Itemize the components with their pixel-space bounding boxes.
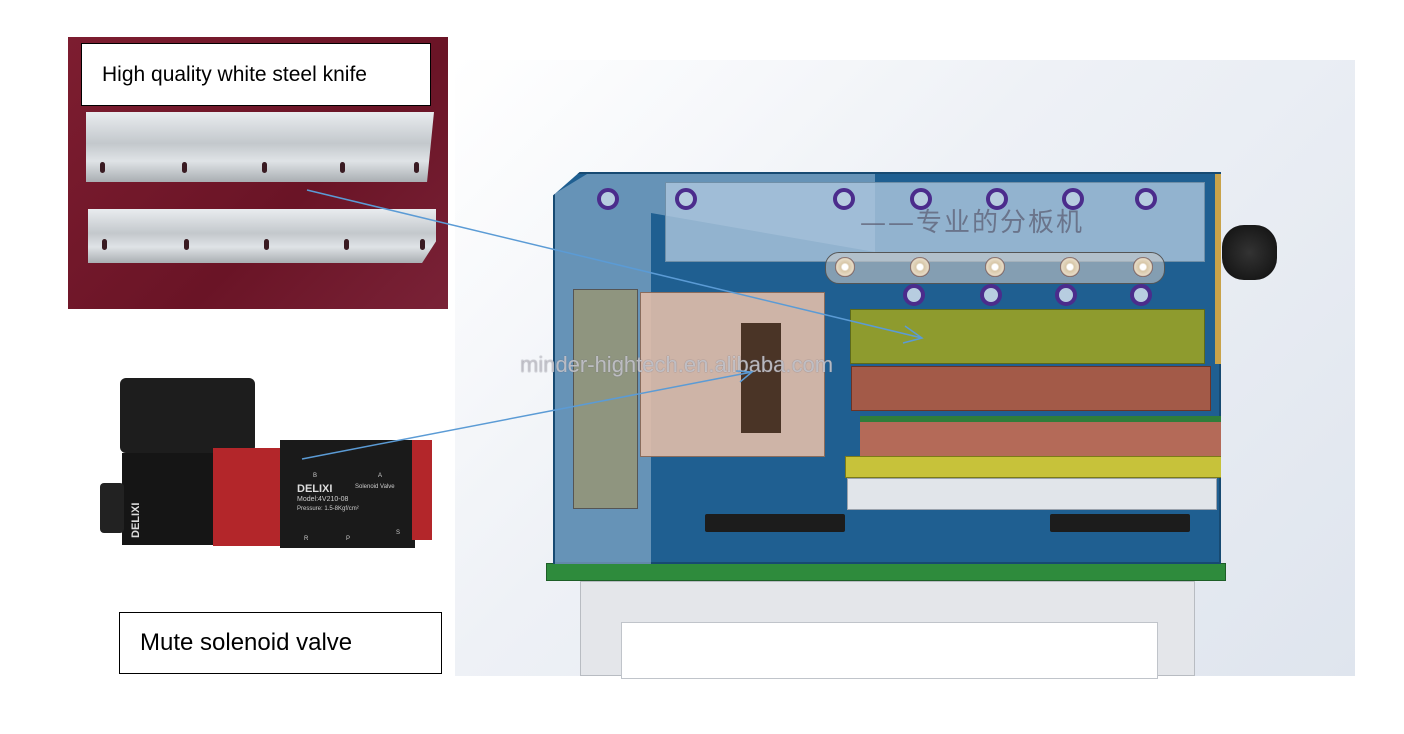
watermark: minder-hightech.en.alibaba.com — [520, 352, 834, 377]
solenoid-housing — [640, 292, 825, 457]
port-label: R — [304, 536, 309, 542]
solenoid-valve-photo: DELIXI Solenoid Valve Model:4V210-08 Pre… — [100, 378, 445, 548]
valve-pressure: Pressure: 1.5-8Kgf/cm² — [297, 506, 359, 512]
valve-arrowhead — [735, 370, 754, 383]
knife-arrowhead — [902, 325, 924, 344]
port-label: P — [346, 536, 351, 542]
port-label: S — [396, 530, 401, 536]
valve-label: Mute solenoid valve — [119, 612, 442, 674]
knife-blade — [86, 112, 434, 182]
valve-type: Solenoid Valve — [355, 484, 395, 490]
machine-caption: ——专业的分板机 — [860, 208, 1085, 238]
valve-model: Model:4V210-08 — [297, 496, 349, 503]
knob-handle — [1222, 225, 1277, 280]
table-stand — [580, 581, 1195, 679]
knife-blade — [88, 209, 436, 263]
knife-label-text: High quality white steel knife — [102, 62, 367, 86]
valve-label-text: Mute solenoid valve — [140, 629, 353, 656]
depaneling-machine: ——专业的分板机 — [553, 172, 1221, 564]
port-label: B — [313, 473, 318, 479]
knife-arrow — [306, 189, 923, 339]
port-label: A — [378, 473, 383, 479]
valve-arrow — [301, 371, 753, 460]
knife-label: High quality white steel knife — [81, 43, 431, 106]
valve-brand: DELIXI — [297, 483, 333, 495]
